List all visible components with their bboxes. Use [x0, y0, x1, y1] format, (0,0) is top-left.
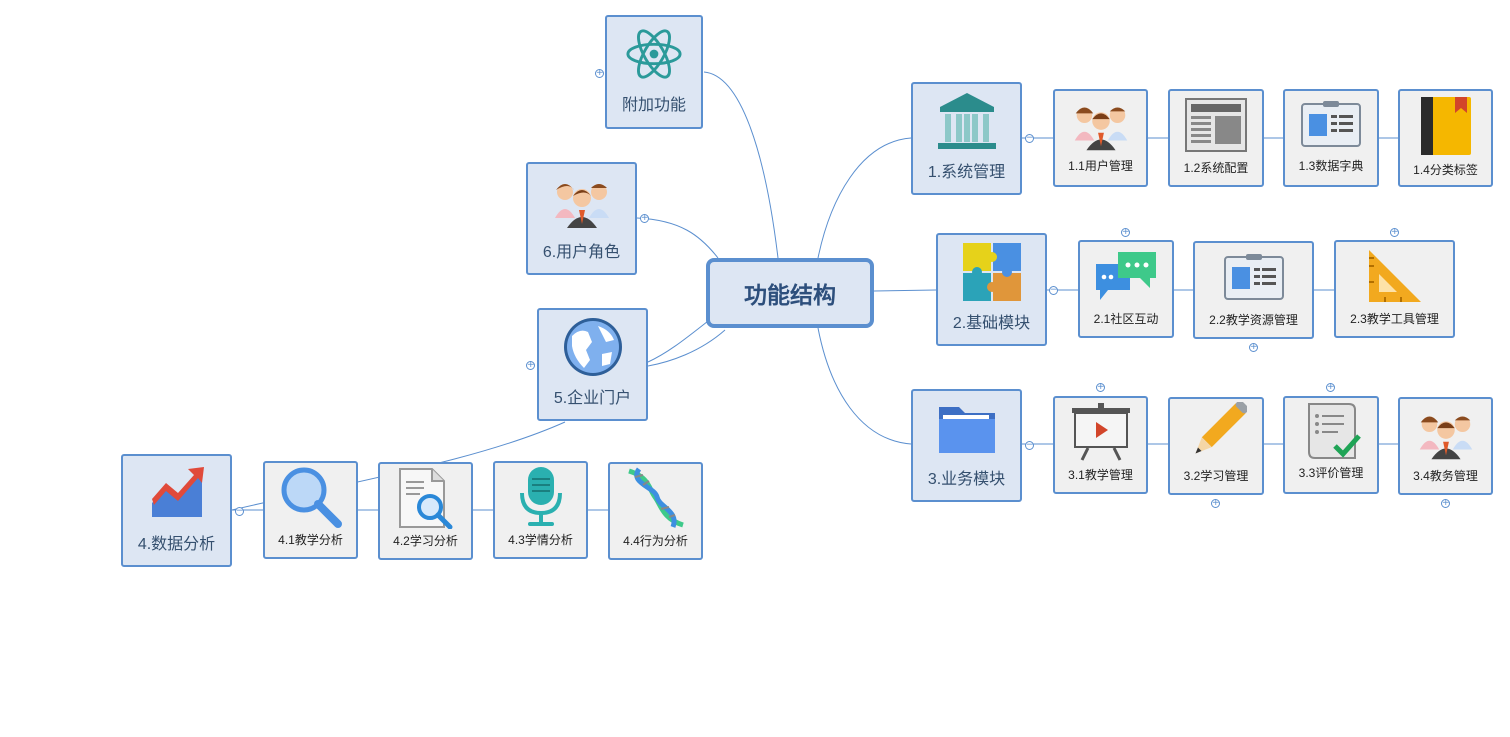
subtopic-label: 3.2学习管理	[1183, 469, 1249, 483]
topic-base-module[interactable]: 2.基础模块	[936, 233, 1047, 346]
subtopic-3-2[interactable]: 3.2学习管理	[1168, 397, 1264, 495]
subtopic-4-2[interactable]: 4.2学习分析	[378, 462, 473, 560]
expand-toggle[interactable]: +	[1211, 498, 1220, 508]
topic-user-roles[interactable]: 6.用户角色	[526, 162, 637, 275]
subtopic-2-1[interactable]: 2.1社区互动	[1078, 240, 1174, 338]
expand-toggle[interactable]: +	[595, 68, 604, 78]
subtopic-label: 2.2教学资源管理	[1209, 313, 1298, 327]
subtopic-1-1[interactable]: 1.1用户管理	[1053, 89, 1148, 187]
expand-toggle[interactable]: +	[1390, 227, 1399, 237]
subtopic-2-2[interactable]: 2.2教学资源管理	[1193, 241, 1314, 339]
center-topic[interactable]: 功能结构	[706, 258, 874, 328]
dna-icon	[616, 464, 696, 532]
set-square-icon	[1345, 242, 1445, 310]
checklist-icon	[1291, 398, 1371, 464]
subtopic-label: 1.4分类标签	[1413, 163, 1478, 177]
topic-label: 2.基础模块	[952, 315, 1031, 332]
topic-label: 5.企业门户	[553, 390, 632, 407]
topic-business-module[interactable]: 3.业务模块	[911, 389, 1022, 502]
expand-toggle[interactable]: +	[1441, 498, 1450, 508]
subtopic-label: 1.3数据字典	[1298, 159, 1364, 173]
topic-enterprise-portal[interactable]: 5.企业门户	[537, 308, 648, 421]
collapse-toggle[interactable]: −	[1025, 440, 1034, 450]
topic-label: 3.业务模块	[927, 471, 1006, 488]
subtopic-4-1[interactable]: 4.1教学分析	[263, 461, 358, 559]
subtopic-label: 4.4行为分析	[623, 534, 688, 548]
bank-building-icon	[927, 84, 1007, 158]
chat-bubbles-icon	[1086, 242, 1166, 310]
subtopic-2-3[interactable]: 2.3教学工具管理	[1334, 240, 1455, 338]
topic-extra-features[interactable]: 附加功能	[605, 15, 703, 129]
user-group-icon	[542, 164, 622, 238]
document-search-icon	[386, 464, 466, 532]
subtopic-1-3[interactable]: 1.3数据字典	[1283, 89, 1379, 187]
collapse-toggle[interactable]: −	[1025, 133, 1034, 143]
subtopic-3-1[interactable]: 3.1教学管理	[1053, 396, 1148, 494]
presentation-board-icon	[1061, 398, 1141, 466]
expand-toggle[interactable]: +	[1326, 382, 1335, 392]
microphone-icon	[501, 463, 581, 531]
topic-data-analysis[interactable]: 4.数据分析	[121, 454, 232, 567]
expand-toggle[interactable]: +	[640, 213, 649, 223]
folder-icon	[927, 391, 1007, 465]
expand-toggle[interactable]: +	[1249, 342, 1258, 352]
subtopic-3-4[interactable]: 3.4教务管理	[1398, 397, 1493, 495]
id-card-icon	[1204, 243, 1304, 311]
subtopic-label: 2.3教学工具管理	[1350, 312, 1439, 326]
subtopic-label: 4.1教学分析	[278, 533, 343, 547]
subtopic-3-3[interactable]: 3.3评价管理	[1283, 396, 1379, 494]
subtopic-label: 3.4教务管理	[1413, 469, 1478, 483]
collapse-toggle[interactable]: −	[235, 506, 244, 516]
expand-toggle[interactable]: +	[1096, 382, 1105, 392]
subtopic-4-3[interactable]: 4.3学情分析	[493, 461, 588, 559]
subtopic-label: 4.2学习分析	[393, 534, 458, 548]
user-group-icon	[1061, 91, 1141, 157]
magnifier-icon	[271, 463, 351, 531]
atom-icon	[619, 17, 689, 91]
topic-label: 附加功能	[621, 97, 686, 114]
expand-toggle[interactable]: +	[526, 360, 535, 370]
subtopic-label: 3.1教学管理	[1068, 468, 1133, 482]
subtopic-label: 1.2系统配置	[1183, 161, 1249, 175]
puzzle-icon	[952, 235, 1032, 309]
topic-label: 4.数据分析	[137, 536, 216, 553]
collapse-toggle[interactable]: −	[1049, 285, 1058, 295]
newspaper-icon	[1176, 91, 1256, 159]
trend-chart-icon	[137, 456, 217, 530]
subtopic-label: 1.1用户管理	[1068, 159, 1133, 173]
user-group-icon	[1406, 399, 1486, 467]
book-bookmark-icon	[1406, 91, 1486, 161]
topic-system-management[interactable]: 1.系统管理	[911, 82, 1022, 195]
subtopic-1-4[interactable]: 1.4分类标签	[1398, 89, 1493, 187]
expand-toggle[interactable]: +	[1121, 227, 1130, 237]
id-card-icon	[1291, 91, 1371, 157]
subtopic-1-2[interactable]: 1.2系统配置	[1168, 89, 1264, 187]
pencil-icon	[1176, 399, 1256, 467]
subtopic-label: 3.3评价管理	[1298, 466, 1364, 480]
globe-icon	[553, 310, 633, 384]
topic-label: 1.系统管理	[927, 164, 1006, 181]
topic-label: 6.用户角色	[542, 244, 621, 261]
subtopic-label: 2.1社区互动	[1093, 312, 1159, 326]
subtopic-4-4[interactable]: 4.4行为分析	[608, 462, 703, 560]
subtopic-label: 4.3学情分析	[508, 533, 573, 547]
